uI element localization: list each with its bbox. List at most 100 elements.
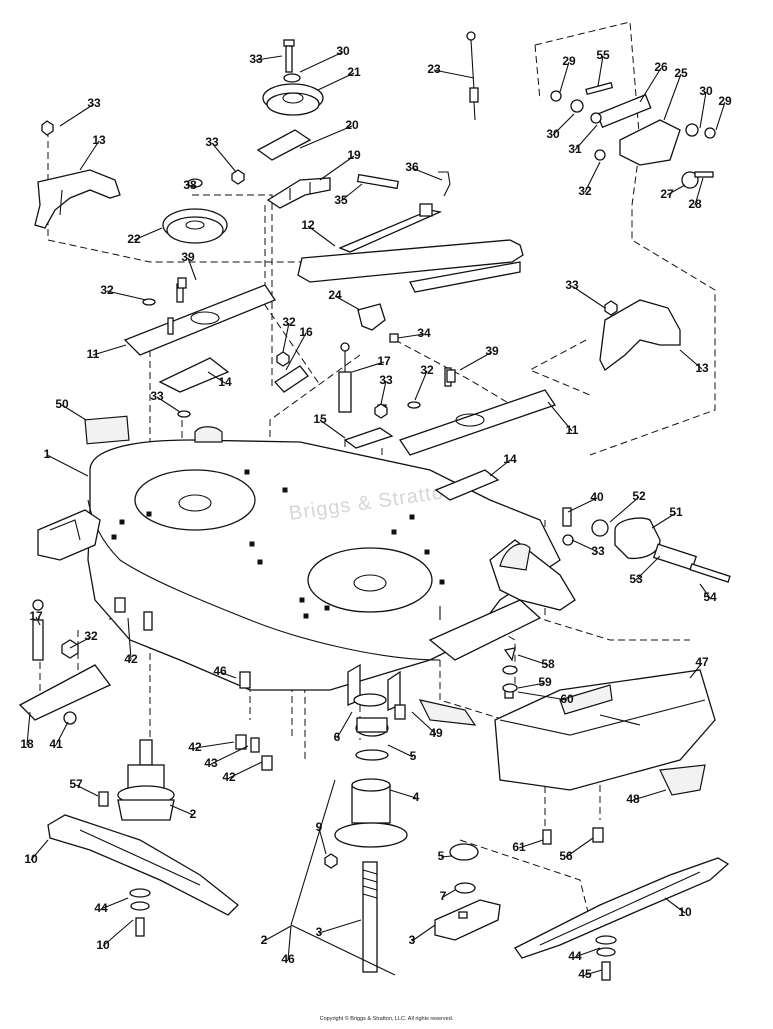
callout-leader-line — [389, 789, 417, 799]
callout-leader-line — [228, 761, 263, 779]
callout-leader-line — [30, 839, 49, 861]
callout-number: 26 — [654, 60, 668, 74]
callout-leader-line — [263, 925, 292, 942]
callout-number: 61 — [512, 840, 526, 854]
callout-number: 42 — [222, 770, 236, 784]
callout-number: 29 — [718, 94, 732, 108]
callout-leader-line — [517, 691, 568, 701]
guide-14-left — [158, 357, 230, 393]
callout-number: 16 — [299, 325, 313, 339]
callout-number: 12 — [301, 218, 315, 232]
callout-number: 30 — [699, 84, 713, 98]
callout-leader-line — [334, 295, 361, 311]
callout-number: 27 — [660, 187, 674, 201]
callout-number: 50 — [55, 397, 69, 411]
callout-leader-line — [651, 512, 677, 529]
callout-number: 33 — [150, 389, 164, 403]
callout-leader-line — [75, 784, 99, 797]
callout-leader-line — [156, 396, 181, 413]
callout-leader-line — [69, 636, 92, 649]
callout-leader-line — [79, 140, 100, 171]
callout-number: 28 — [688, 197, 702, 211]
callout-number: 19 — [347, 148, 361, 162]
callout-number: 11 — [566, 423, 579, 437]
callout-number: 2 — [190, 807, 197, 821]
callout-leader-line — [639, 67, 662, 103]
callout-leader-line — [411, 711, 437, 735]
clip-24 — [357, 303, 399, 343]
callout-leader-line — [387, 744, 414, 758]
guide-14-right — [434, 469, 500, 501]
callout-number: 33 — [565, 278, 579, 292]
callout-leader-line — [574, 124, 598, 151]
callout-leader-line — [632, 789, 667, 801]
callout-number: 45 — [578, 967, 592, 981]
callout-number: 31 — [568, 142, 582, 156]
callout-leader-line — [282, 322, 290, 353]
callout-leader-line — [318, 827, 327, 855]
callout-number: 46 — [281, 952, 295, 966]
callout-number: 13 — [92, 133, 106, 147]
callout-number: 11 — [87, 347, 100, 361]
callout-leader-line — [635, 555, 661, 581]
callout-leader-line — [518, 839, 544, 849]
callout-number: 6 — [334, 730, 341, 744]
height-linkage-25-to-31 — [550, 81, 716, 189]
callout-leader-line — [517, 682, 546, 689]
callout-number: 38 — [183, 178, 197, 192]
callout-leader-line — [597, 55, 604, 87]
callout-number: 13 — [695, 361, 709, 375]
callout-number: 51 — [669, 505, 683, 519]
callout-leader-line — [211, 142, 237, 173]
callout-number: 29 — [562, 54, 576, 68]
callout-leader-line — [584, 161, 601, 193]
lift-arm-12 — [297, 171, 524, 293]
belt-guide-11-left — [123, 283, 276, 356]
callout-number: 35 — [334, 193, 348, 207]
callout-leader-line — [689, 662, 703, 679]
fasteners — [41, 120, 618, 845]
callout-leader-line — [663, 73, 682, 121]
callout-leader-line — [517, 654, 549, 666]
callout-leader-line — [299, 51, 344, 73]
callout-number: 52 — [632, 489, 646, 503]
callout-leader-line — [210, 745, 249, 765]
callout-number: 17 — [29, 609, 43, 623]
callout-number: 36 — [405, 160, 419, 174]
callout-leader-line — [307, 225, 336, 247]
callout-leader-line — [699, 583, 711, 599]
callout-leader-line — [351, 361, 385, 373]
callout-leader-line — [397, 333, 425, 339]
callout-number: 15 — [313, 412, 327, 426]
callout-number: 30 — [546, 127, 560, 141]
callout-leader-line — [547, 401, 573, 432]
callout-number: 14 — [218, 375, 232, 389]
callout-leader-line — [567, 497, 598, 513]
callout-number: 46 — [213, 664, 227, 678]
callout-number: 33 — [205, 135, 219, 149]
callout-number: 32 — [100, 283, 114, 297]
deck-bracket-13-left — [34, 169, 121, 229]
callout-number: 32 — [282, 315, 296, 329]
callout-leader-line — [571, 539, 599, 553]
callout-leader-line — [92, 344, 127, 356]
callout-number: 58 — [541, 657, 555, 671]
callout-leader-line — [46, 454, 89, 477]
callout-leader-line — [299, 125, 353, 149]
bearings-5-7-and-block-8 — [434, 843, 501, 941]
callout-leader-line — [319, 155, 355, 181]
callout-leader-line — [207, 371, 226, 384]
callout-number: 7 — [440, 889, 447, 903]
spindle-assembly-center — [290, 693, 408, 976]
callout-number: 53 — [629, 572, 643, 586]
decal-49 — [418, 699, 477, 726]
callout-leader-line — [666, 184, 686, 196]
callout-number: 42 — [124, 652, 138, 666]
callout-number: 55 — [596, 48, 610, 62]
callout-leader-line — [127, 617, 132, 661]
callout-leader-line — [100, 897, 129, 910]
callout-leader-line — [679, 349, 703, 370]
callout-leader-line — [609, 496, 640, 523]
callout-number: 49 — [429, 726, 443, 740]
